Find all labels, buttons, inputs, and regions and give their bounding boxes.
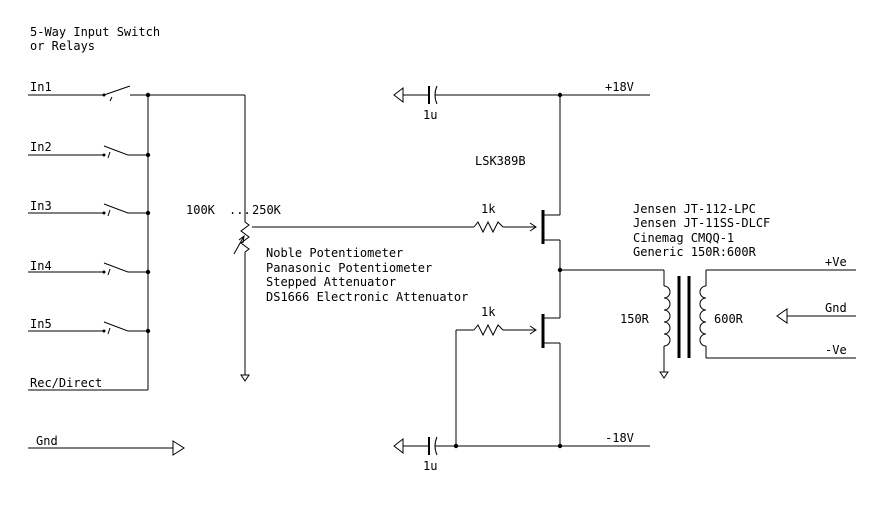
pot-range-ellipsis: ... xyxy=(229,203,251,217)
cap-upper-label: 1u xyxy=(423,108,437,122)
positive-supply-rail xyxy=(393,85,650,215)
switch-in3 xyxy=(28,203,148,217)
pot-range-high: 250K xyxy=(252,203,282,217)
negative-supply-rail xyxy=(393,343,650,456)
pot-range-low: 100K xyxy=(186,203,216,217)
gnd-input-label: Gnd xyxy=(36,434,58,448)
switch-in5 xyxy=(28,321,148,335)
switch-title-line2: or Relays xyxy=(30,39,95,53)
primary-ground-icon xyxy=(659,371,669,379)
cap-lower-label: 1u xyxy=(423,459,437,473)
gate-resistor-lower-label: 1k xyxy=(481,305,496,319)
gate-resistor-upper-label: 1k xyxy=(481,202,496,216)
pot-option-3: Stepped Attenuator xyxy=(266,275,396,289)
output-plus-label: +Ve xyxy=(825,255,847,269)
jfet-upper xyxy=(541,210,560,244)
input-label-in3: In3 xyxy=(30,199,52,213)
gate-resistor-upper xyxy=(473,220,504,234)
rec-direct-label: Rec/Direct xyxy=(30,376,102,390)
switch-in1 xyxy=(28,85,148,102)
output-minus-label: -Ve xyxy=(825,343,847,357)
output-gnd-wire xyxy=(776,308,856,324)
transformer-option-3: Cinemag CMQQ-1 xyxy=(633,231,734,245)
input-label-in4: In4 xyxy=(30,259,52,273)
output-gnd-label: Gnd xyxy=(825,301,847,315)
primary-label: 150R xyxy=(620,312,650,326)
jfet-lower xyxy=(541,310,561,348)
secondary-label: 600R xyxy=(714,312,744,326)
switch-title-line1: 5-Way Input Switch xyxy=(30,25,160,39)
pot-ground-icon xyxy=(240,374,250,382)
supply-positive-label: +18V xyxy=(605,80,634,94)
input-label-in5: In5 xyxy=(30,317,52,331)
input-label-in2: In2 xyxy=(30,140,52,154)
supply-negative-label: -18V xyxy=(605,431,634,445)
transformer-option-2: Jensen JT-11SS-DLCF xyxy=(633,216,770,230)
transformer-option-4: Generic 150R:600R xyxy=(633,245,757,259)
switch-in4 xyxy=(28,262,148,276)
pot-option-1: Noble Potentiometer xyxy=(266,246,403,260)
gate-resistor-lower xyxy=(473,323,504,337)
gnd-input-wire xyxy=(28,440,185,456)
input-label-in1: In1 xyxy=(30,80,52,94)
transformer-option-1: Jensen JT-112-LPC xyxy=(633,202,756,216)
pot-option-4: DS1666 Electronic Attenuator xyxy=(266,290,468,304)
switch-in2 xyxy=(28,145,148,159)
jfet-part-label: LSK389B xyxy=(475,154,526,168)
pot-option-2: Panasonic Potentiometer xyxy=(266,261,432,275)
volume-potentiometer xyxy=(233,95,250,375)
input-switches xyxy=(28,85,151,391)
output-transformer xyxy=(663,270,707,372)
